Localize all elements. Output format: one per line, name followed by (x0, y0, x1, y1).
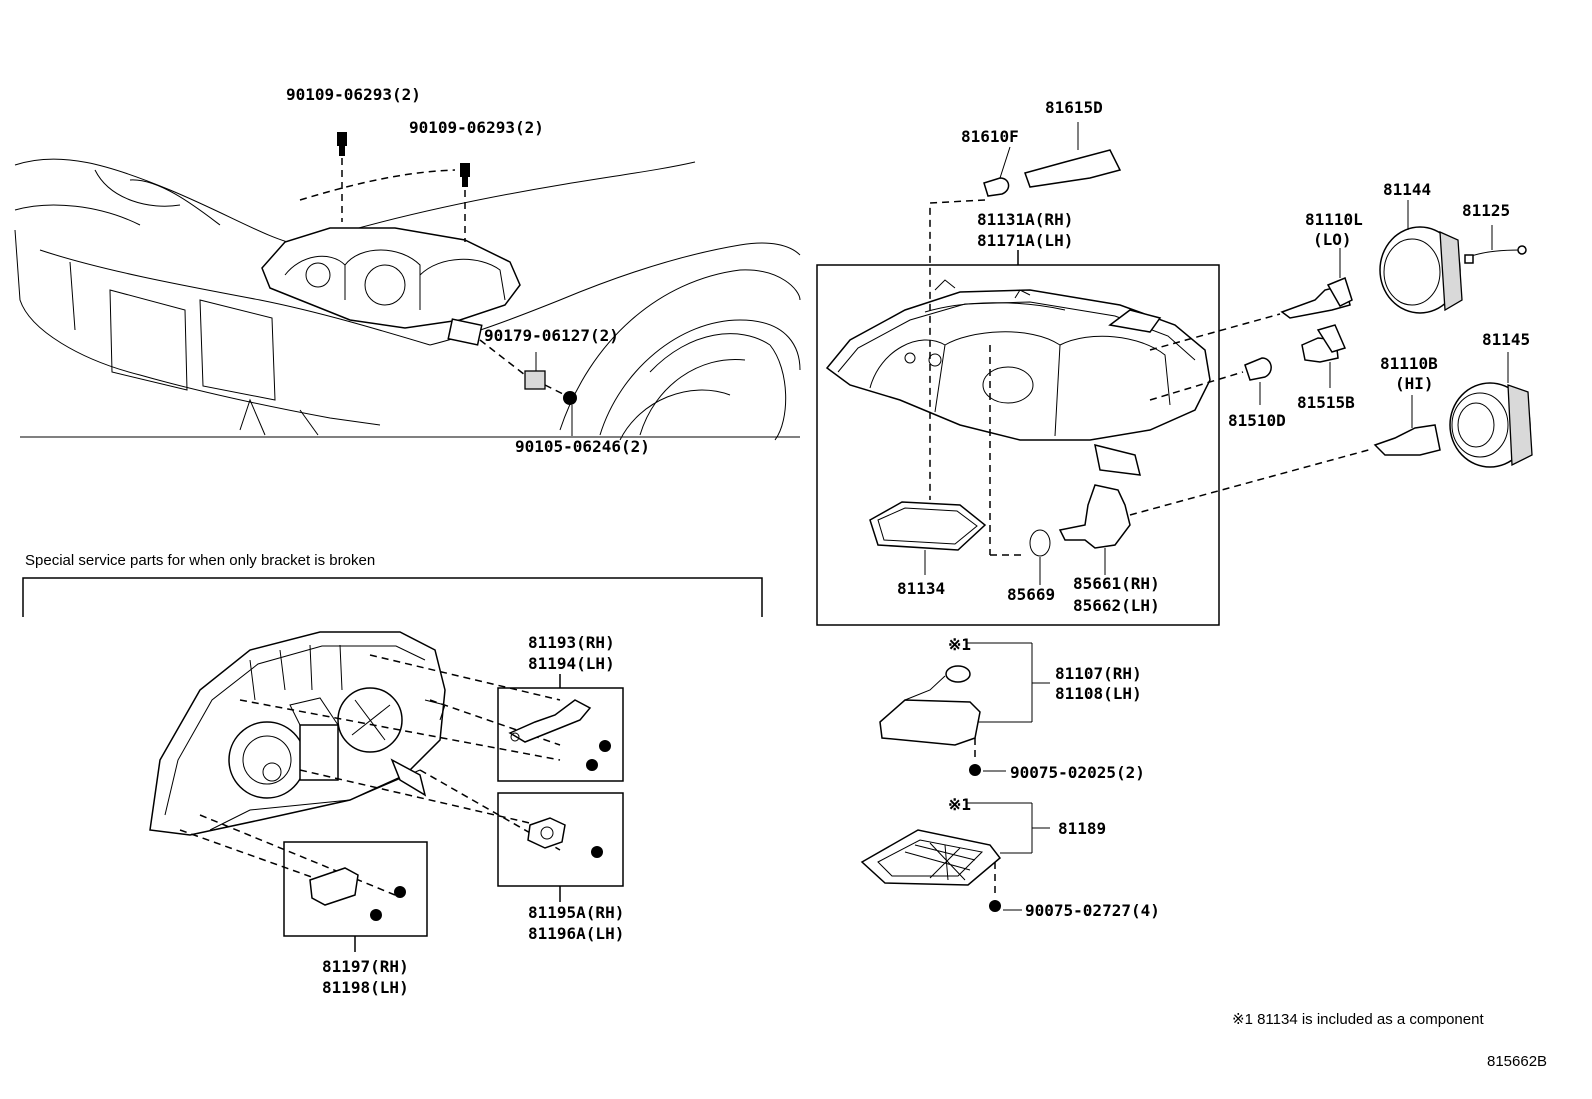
bracket-81195a (527, 817, 603, 858)
label-bolt-a: 90109-06293(2) (286, 85, 421, 104)
screw-90105 (544, 384, 577, 436)
label-screw-igniter: 90075-02727(4) (1025, 901, 1160, 920)
label-screw-ballast: 90075-02025(2) (1010, 763, 1145, 782)
bulb-81510d (1149, 357, 1272, 405)
oring-85669 (989, 345, 1051, 585)
label-clip: 90179-06127(2) (484, 326, 619, 345)
special-service-title: Special service parts for when only brac… (25, 552, 375, 569)
label-81510d: 81510D (1228, 411, 1286, 430)
label-bolt-b: 90109-06293(2) (409, 118, 544, 137)
special-service-bracket (22, 577, 763, 617)
label-ballast-lh: 81108(LH) (1055, 684, 1142, 703)
label-unit-lh: 81171A(LH) (977, 231, 1073, 250)
label-ballast-rh: 81107(RH) (1055, 664, 1142, 683)
headlamp-rear-view (149, 631, 446, 836)
label-ballast-note: ※1 (948, 635, 971, 654)
label-81145: 81145 (1482, 330, 1530, 349)
socket-85661 (1058, 484, 1131, 575)
label-bracket-198: 81198(LH) (322, 978, 409, 997)
cap-81145 (1449, 352, 1533, 468)
wire-81125 (1464, 225, 1527, 264)
footnote: ※1 81134 is included as a component (1232, 1011, 1484, 1028)
clip-90179 (479, 339, 546, 390)
label-igniter-note: ※1 (948, 795, 971, 814)
label-bracket-194: 81194(LH) (528, 654, 615, 673)
label-81110b: 81110B (1380, 354, 1438, 373)
bulb-81110l (1149, 248, 1353, 351)
label-81125: 81125 (1462, 201, 1510, 220)
label-81615d: 81615D (1045, 98, 1103, 117)
label-lo: (LO) (1313, 230, 1352, 249)
socket-81515b (1301, 324, 1347, 388)
diagram-id: 815662B (1487, 1053, 1547, 1070)
vehicle-front-illustration (14, 158, 801, 441)
label-81110l: 81110L (1305, 210, 1363, 229)
label-bracket-193: 81193(RH) (528, 633, 615, 652)
bracket-81197 (309, 867, 406, 921)
gasket-81134 (869, 501, 987, 575)
bulb-81610f (929, 177, 1010, 500)
bulb-81615d (999, 122, 1122, 188)
label-hi: (HI) (1395, 374, 1434, 393)
bolt-90109-a (337, 132, 347, 222)
label-81144: 81144 (1383, 180, 1431, 199)
bracket-81193 (508, 699, 611, 771)
label-socket-rh: 85661(RH) (1073, 574, 1160, 593)
igniter-81189 (860, 802, 1050, 912)
cap-81144 (1379, 200, 1463, 314)
label-bracket-197: 81197(RH) (322, 957, 409, 976)
bolt-90109-b (460, 163, 470, 242)
ballast-81107 (879, 642, 1050, 776)
label-igniter: 81189 (1058, 819, 1106, 838)
headlamp-unit (825, 279, 1211, 476)
label-81134: 81134 (897, 579, 945, 598)
label-screw-bumper: 90105-06246(2) (515, 437, 650, 456)
label-unit-rh: 81131A(RH) (977, 210, 1073, 229)
label-81515b: 81515B (1297, 393, 1355, 412)
label-bracket-195: 81195A(RH) (528, 903, 624, 922)
label-81610f: 81610F (961, 127, 1019, 146)
label-85669: 85669 (1007, 585, 1055, 604)
label-bracket-196: 81196A(LH) (528, 924, 624, 943)
bulb-81110b (1129, 395, 1441, 516)
label-socket-lh: 85662(LH) (1073, 596, 1160, 615)
